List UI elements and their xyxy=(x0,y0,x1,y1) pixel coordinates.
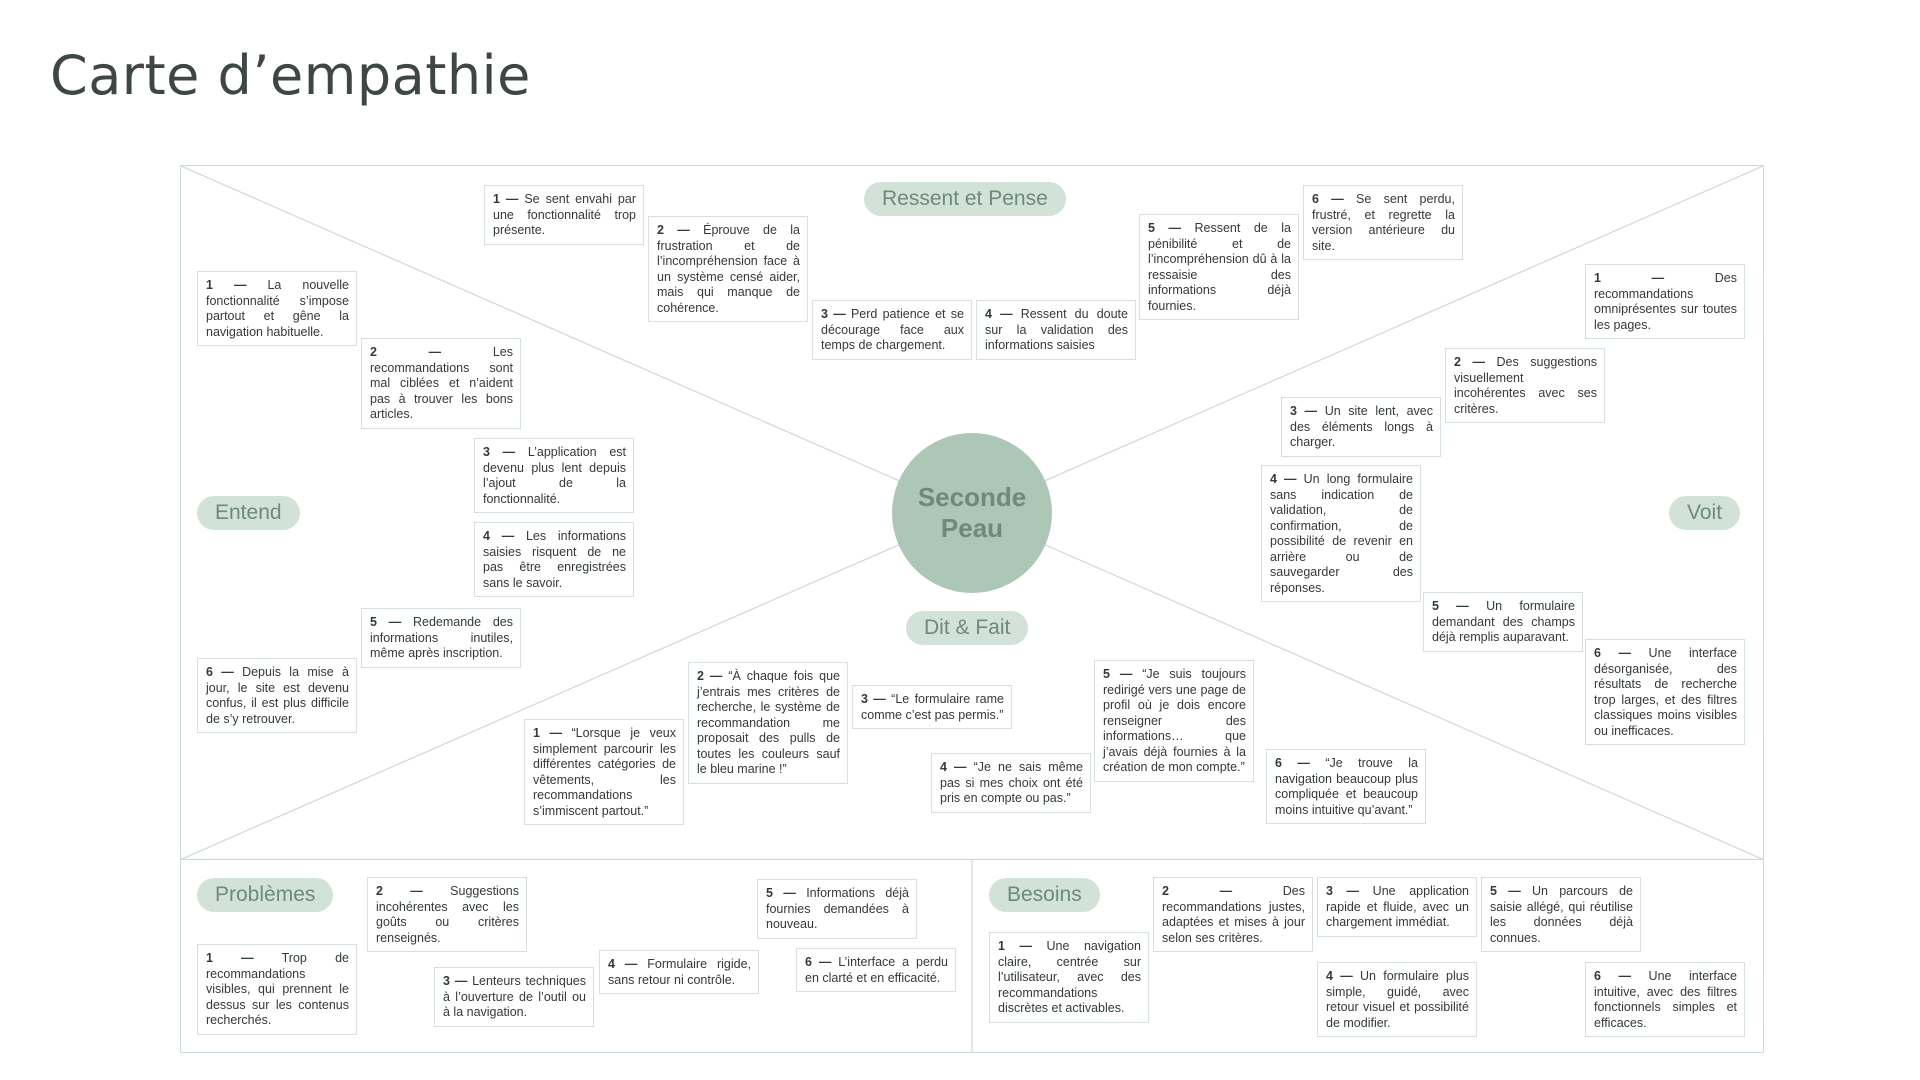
entend-note: 4 — Les informations saisies risquent de… xyxy=(474,522,634,597)
section-label-voit: Voit xyxy=(1669,496,1741,530)
center-label: Seconde Peau xyxy=(917,482,1027,543)
entend-note: 2 — Les recommandations sont mal ciblées… xyxy=(361,338,521,429)
voit-note: 5 — Un formulaire demandant des champs d… xyxy=(1423,592,1583,652)
dit-note: 1 — “Lorsque je veux simplement parcouri… xyxy=(524,719,684,825)
besoin-note: 5 — Un parcours de saisie allégé, qui ré… xyxy=(1481,877,1641,952)
section-label-problemes: Problèmes xyxy=(197,878,334,912)
ressent-note: 5 — Ressent de la pénibilité et de l’inc… xyxy=(1139,214,1299,320)
probleme-note: 4 — Formulaire rigide, sans retour ni co… xyxy=(599,950,759,994)
probleme-note: 2 — Suggestions incohérentes avec les go… xyxy=(367,877,527,952)
besoin-note: 3 — Une application rapide et fluide, av… xyxy=(1317,877,1477,937)
ressent-note: 3 — Perd patience et se décourage face a… xyxy=(812,300,972,360)
voit-note: 3 — Un site lent, avec des éléments long… xyxy=(1281,397,1441,457)
empathy-map-board: Seconde Peau Ressent et Pense Entend Voi… xyxy=(180,165,1764,1053)
dit-note: 4 — “Je ne sais même pas si mes choix on… xyxy=(931,753,1091,813)
probleme-note: 6 — L’interface a perdu en clarté et en … xyxy=(796,948,956,992)
dit-note: 6 — “Je trouve la navigation beaucoup pl… xyxy=(1266,749,1426,824)
section-label-entend: Entend xyxy=(197,496,300,530)
page-title: Carte d’empathie xyxy=(50,44,531,107)
besoin-note: 2 — Des recommandations justes, adaptées… xyxy=(1153,877,1313,952)
probleme-note: 3 — Lenteurs techniques à l’ouverture de… xyxy=(434,967,594,1027)
ressent-note: 1 — Se sent envahi par une fonctionnalit… xyxy=(484,185,644,245)
entend-note: 6 — Depuis la mise à jour, le site est d… xyxy=(197,658,357,733)
section-label-besoins: Besoins xyxy=(989,878,1100,912)
voit-note: 4 — Un long formulaire sans indication d… xyxy=(1261,465,1421,602)
besoin-note: 4 — Un formulaire plus simple, guidé, av… xyxy=(1317,962,1477,1037)
probleme-note: 5 — Informations déjà fournies demandées… xyxy=(757,879,917,939)
besoin-note: 6 — Une interface intuitive, avec des fi… xyxy=(1585,962,1745,1037)
entend-note: 1 — La nouvelle fonctionnalité s’impose … xyxy=(197,271,357,346)
probleme-note: 1 — Trop de recommandations visibles, qu… xyxy=(197,944,357,1035)
entend-note: 5 — Redemande des informations inutiles,… xyxy=(361,608,521,668)
dit-note: 3 — “Le formulaire rame comme c’est pas … xyxy=(852,685,1012,729)
section-label-ressent: Ressent et Pense xyxy=(864,182,1066,216)
voit-note: 2 — Des suggestions visuellement incohér… xyxy=(1445,348,1605,423)
voit-note: 6 — Une interface désorganisée, des résu… xyxy=(1585,639,1745,745)
besoin-note: 1 — Une navigation claire, centrée sur l… xyxy=(989,932,1149,1023)
center-circle: Seconde Peau xyxy=(892,433,1052,593)
entend-note: 3 — L’application est devenu plus lent d… xyxy=(474,438,634,513)
dit-note: 2 — “À chaque fois que j’entrais mes cri… xyxy=(688,662,848,784)
ressent-note: 2 — Éprouve de la frustration et de l’in… xyxy=(648,216,808,322)
ressent-note: 4 — Ressent du doute sur la validation d… xyxy=(976,300,1136,360)
voit-note: 1 — Des recommandations omniprésentes su… xyxy=(1585,264,1745,339)
ressent-note: 6 — Se sent perdu, frustré, et regrette … xyxy=(1303,185,1463,260)
dit-note: 5 — “Je suis toujours redirigé vers une … xyxy=(1094,660,1254,782)
section-label-dit: Dit & Fait xyxy=(906,611,1029,645)
